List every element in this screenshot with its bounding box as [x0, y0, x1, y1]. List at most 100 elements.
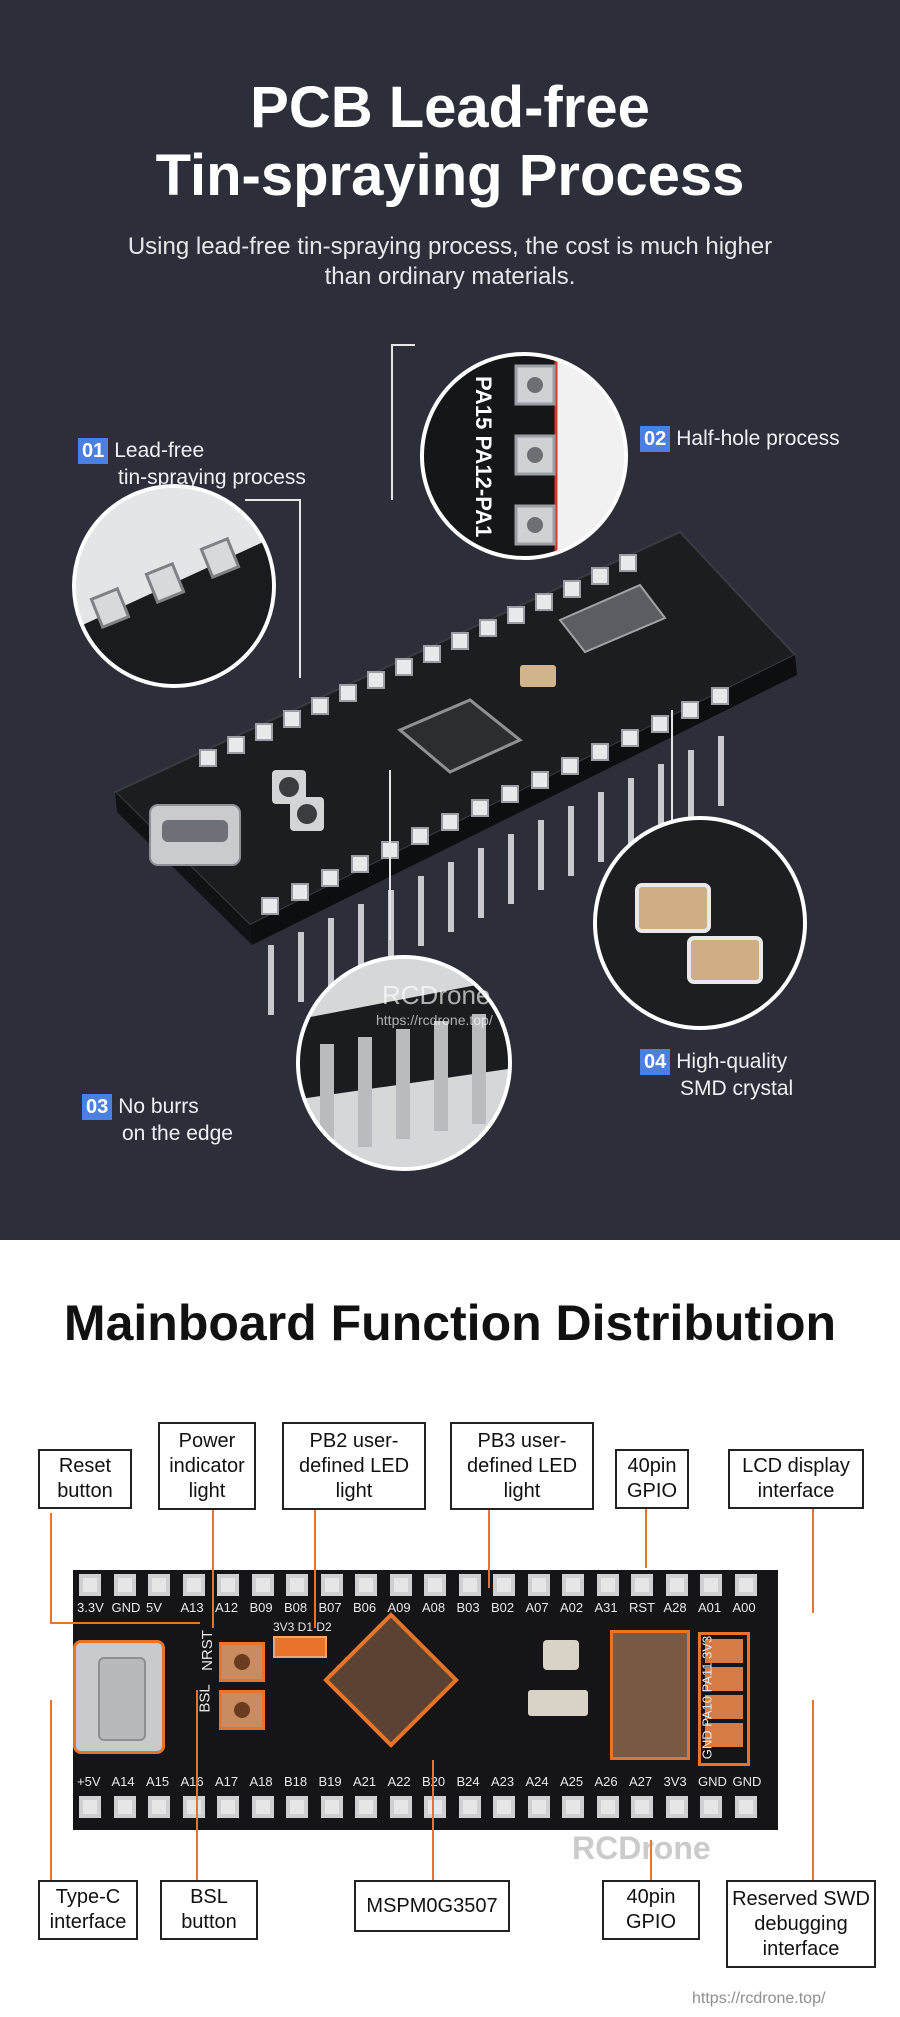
bottom-pin	[458, 1796, 481, 1818]
swd-callout-line	[812, 1700, 814, 1880]
top-pin-label: A13	[180, 1600, 204, 1615]
top-pin-label: RST	[629, 1600, 655, 1615]
bottom-pin-label: A16	[180, 1774, 204, 1789]
top-pin-label: A09	[387, 1600, 411, 1615]
bottom-pin-label: A24	[525, 1774, 549, 1789]
top-pin	[424, 1574, 446, 1596]
top-pin	[148, 1574, 170, 1596]
crystal-1	[543, 1640, 579, 1670]
bottom-pin	[113, 1796, 136, 1818]
bottom-pin-label: A18	[249, 1774, 273, 1789]
zoom-circle-half-hole: PA15 PA12-PA1	[420, 352, 628, 560]
crystal-2	[528, 1690, 588, 1716]
top-pin	[631, 1574, 653, 1596]
lead-free-pins-image	[76, 488, 272, 684]
led-group	[273, 1636, 327, 1658]
top-pin	[734, 1574, 757, 1596]
zoom-circle-no-burrs	[296, 955, 512, 1171]
feature-03-line2: on the edge	[122, 1122, 233, 1145]
bottom-pin-label: A23	[491, 1774, 515, 1789]
bottom-pin-label: 3V3	[663, 1774, 687, 1789]
top-pin-label: A31	[594, 1600, 618, 1615]
bottom-pin	[389, 1796, 412, 1818]
top-pin-label: A07	[525, 1600, 549, 1615]
label-gpio-bottom: 40pin GPIO	[602, 1880, 700, 1940]
top-pin-label: A00	[732, 1600, 756, 1615]
top-pin-label: B03	[456, 1600, 480, 1615]
top-pin	[113, 1574, 136, 1596]
bsl-button-part	[219, 1690, 265, 1730]
half-hole-image: PA15 PA12-PA1	[424, 356, 624, 556]
feature-04-line2: SMD crystal	[680, 1077, 794, 1100]
label-swd-interface: Reserved SWD debugging interface	[726, 1880, 876, 1968]
bottom-pin	[734, 1796, 757, 1818]
label-gpio-top: 40pin GPIO	[615, 1449, 689, 1509]
top-pin	[596, 1574, 619, 1596]
top-pin-label: A12	[215, 1600, 239, 1615]
top-pin	[286, 1574, 308, 1596]
bottom-pin	[424, 1796, 446, 1818]
gpio-top-callout-line	[645, 1508, 647, 1568]
lcd-connector	[610, 1630, 690, 1760]
top-pin-label: A02	[560, 1600, 584, 1615]
feature-02-number: 02	[640, 426, 671, 452]
bottom-pin-label: A22	[387, 1774, 411, 1789]
top-pin-label: 5V	[146, 1600, 162, 1615]
zoom-pin-label: PA15 PA12-PA1	[471, 376, 496, 537]
bottom-pin	[286, 1796, 308, 1818]
bottom-pin-label: A21	[353, 1774, 377, 1789]
led-silk-label: 3V3 D1 D2	[273, 1620, 332, 1634]
bottom-pin-label: +5V	[77, 1774, 101, 1789]
bottom-pin-label: B18	[284, 1774, 308, 1789]
hero-watermark-url: https://rcdrone.top/	[376, 1012, 493, 1028]
bottom-watermark-url: https://rcdrone.top/	[692, 1990, 826, 2007]
no-burrs-image	[300, 959, 508, 1167]
bottom-pin	[665, 1796, 688, 1818]
feature-04-number: 04	[640, 1049, 671, 1075]
feature-02-line1: Half-hole process	[676, 427, 840, 450]
label-pb3-led: PB3 user- defined LED light	[450, 1422, 594, 1510]
bsl-callout-line	[196, 1690, 198, 1880]
top-pin	[458, 1574, 481, 1596]
bottom-pin-label: A15	[146, 1774, 170, 1789]
type-c-port	[73, 1640, 165, 1754]
reset-callout-line-h	[50, 1622, 200, 1624]
top-pin	[493, 1574, 515, 1596]
top-pin	[562, 1574, 584, 1596]
top-pin	[251, 1574, 274, 1596]
mcu-callout-line	[432, 1760, 434, 1880]
bottom-pin	[320, 1796, 343, 1818]
top-pin	[79, 1574, 101, 1596]
top-pin-label: A01	[698, 1600, 722, 1615]
label-power-indicator: Power indicator light	[158, 1422, 256, 1510]
bottom-pin-label: B19	[318, 1774, 342, 1789]
top-pin-label: B02	[491, 1600, 515, 1615]
nrst-silk-label: NRST	[198, 1630, 216, 1671]
top-pin-label: A08	[422, 1600, 446, 1615]
bsl-silk-label: BSL	[196, 1684, 214, 1713]
bottom-pin	[182, 1796, 205, 1818]
feature-01-number: 01	[78, 438, 109, 464]
bottom-watermark-brand: RCDrone	[572, 1830, 711, 1866]
bottom-pin	[355, 1796, 377, 1818]
bottom-pin	[596, 1796, 619, 1818]
bottom-pin-label: A27	[629, 1774, 653, 1789]
bottom-pin	[700, 1796, 722, 1818]
swd-pads	[698, 1632, 750, 1766]
label-bsl-button: BSL button	[160, 1880, 258, 1940]
bottom-pin-label: GND	[732, 1774, 762, 1789]
hero-subtitle-line2: than ordinary materials.	[324, 263, 576, 290]
bottom-pin-label: GND	[698, 1774, 727, 1789]
bottom-pin	[562, 1796, 584, 1818]
bottom-pin-label: A17	[215, 1774, 239, 1789]
bottom-pin-label: A14	[111, 1774, 135, 1789]
feature-01-line2: tin-spraying process	[118, 466, 306, 489]
bottom-pin-label: A26	[594, 1774, 618, 1789]
typec-callout-line	[50, 1700, 52, 1880]
hero-title-line2: Tin-spraying Process	[155, 143, 745, 208]
top-pin	[527, 1574, 550, 1596]
top-pin	[217, 1574, 239, 1596]
